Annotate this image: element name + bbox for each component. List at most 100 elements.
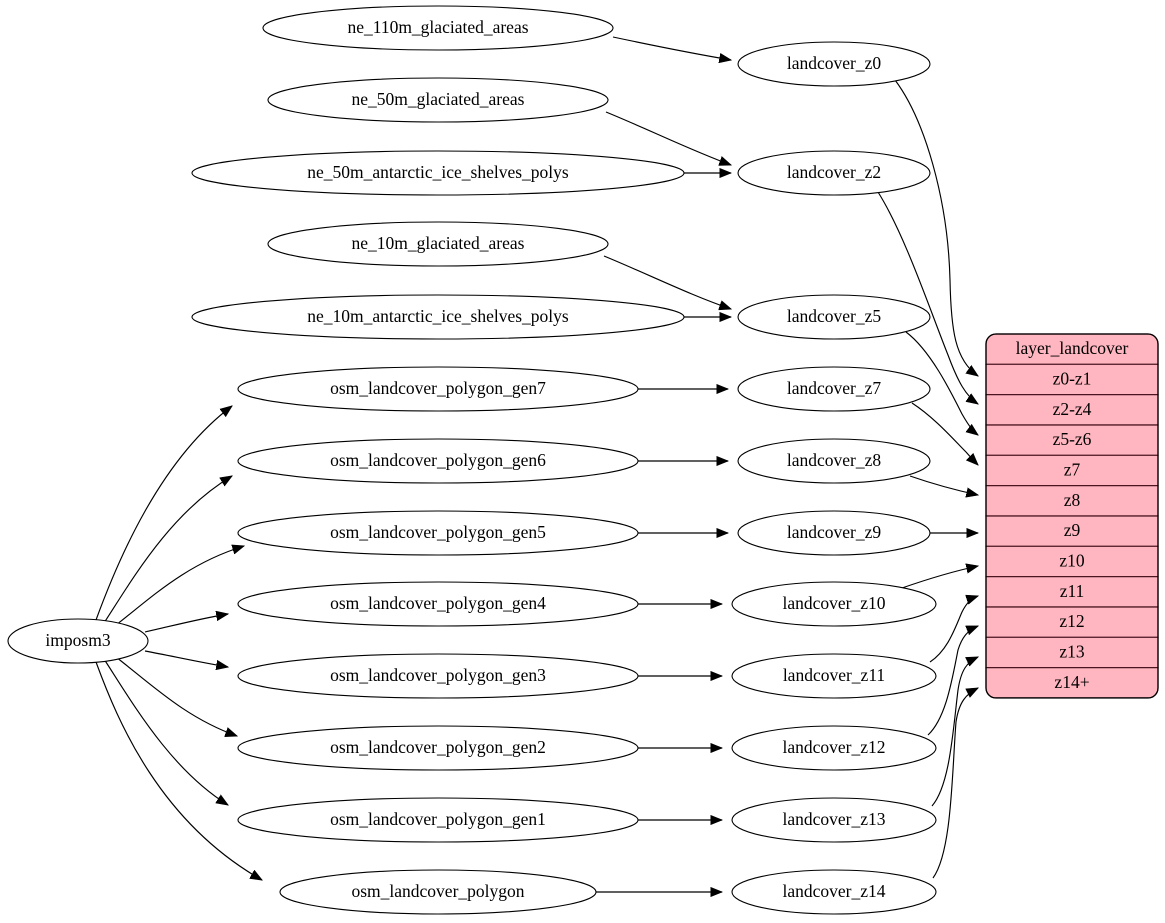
node-osm_landcover_polygon_gen5[interactable]: osm_landcover_polygon_gen5 — [237, 510, 639, 556]
table-row-label: z14+ — [1054, 672, 1089, 692]
node-label: ne_50m_glaciated_areas — [352, 89, 525, 109]
edge-landcover_z7-to-row_z7 — [911, 402, 978, 465]
table-row-label: z12 — [1059, 611, 1084, 631]
node-ellipse — [237, 797, 639, 843]
node-landcover_z10[interactable]: landcover_z10 — [731, 581, 937, 627]
table-row-label: z7 — [1064, 460, 1081, 480]
node-ellipse — [731, 653, 937, 699]
node-osm_landcover_polygon_gen3[interactable]: osm_landcover_polygon_gen3 — [237, 653, 639, 699]
edge-ne_10m_glaciated_areas-to-landcover_z5 — [603, 255, 731, 309]
node-label: landcover_z8 — [787, 450, 882, 470]
node-ellipse — [279, 869, 597, 915]
node-landcover_z0[interactable]: landcover_z0 — [737, 41, 931, 87]
node-landcover_z13[interactable]: landcover_z13 — [731, 797, 937, 843]
edge-landcover_z12-to-row_z12 — [927, 625, 978, 736]
node-label: osm_landcover_polygon_gen2 — [330, 737, 546, 757]
edge-imposm3-to-osm_landcover_polygon_gen1 — [103, 658, 228, 805]
node-label: landcover_z12 — [782, 737, 885, 757]
node-ellipse — [237, 581, 639, 627]
node-label: osm_landcover_polygon_gen4 — [330, 593, 546, 613]
node-osm_landcover_polygon_gen7[interactable]: osm_landcover_polygon_gen7 — [237, 366, 639, 412]
table-header-label: layer_landcover — [1016, 338, 1129, 358]
node-osm_landcover_polygon_gen6[interactable]: osm_landcover_polygon_gen6 — [237, 438, 639, 484]
table-row-label: z11 — [1060, 581, 1085, 601]
node-ellipse — [731, 581, 937, 627]
table-row-label: z5-z6 — [1053, 429, 1092, 449]
edge-imposm3-to-osm_landcover_polygon_gen7 — [95, 406, 232, 621]
node-ellipse — [237, 366, 639, 412]
node-label: osm_landcover_polygon_gen6 — [330, 450, 546, 470]
node-osm_landcover_polygon_gen1[interactable]: osm_landcover_polygon_gen1 — [237, 797, 639, 843]
node-label: landcover_z2 — [787, 162, 881, 182]
node-label: osm_landcover_polygon_gen5 — [330, 522, 546, 542]
node-ellipse — [737, 294, 931, 340]
edge-landcover_z8-to-row_z8 — [909, 475, 978, 495]
node-ne_10m_antarctic_ice_shelves_polys[interactable]: ne_10m_antarctic_ice_shelves_polys — [191, 294, 685, 340]
edge-imposm3-to-osm_landcover_polygon_gen6 — [103, 476, 232, 624]
node-landcover_z8[interactable]: landcover_z8 — [737, 438, 931, 484]
node-ellipse — [737, 150, 931, 196]
edges-group — [95, 36, 978, 892]
table-outline — [985, 333, 1159, 699]
edge-landcover_z0-to-row_z0-z1 — [894, 79, 978, 376]
node-osm_landcover_polygon_gen4[interactable]: osm_landcover_polygon_gen4 — [237, 581, 639, 627]
node-landcover_z9[interactable]: landcover_z9 — [737, 510, 931, 556]
node-osm_landcover_polygon_gen2[interactable]: osm_landcover_polygon_gen2 — [237, 725, 639, 771]
node-ellipse — [731, 797, 937, 843]
node-ellipse — [191, 294, 685, 340]
node-landcover_z5[interactable]: landcover_z5 — [737, 294, 931, 340]
node-label: ne_50m_antarctic_ice_shelves_polys — [307, 162, 569, 182]
edge-landcover_z11-to-row_z11 — [929, 596, 978, 663]
node-landcover_z2[interactable]: landcover_z2 — [737, 150, 931, 196]
node-label: landcover_z9 — [787, 522, 882, 542]
node-ne_50m_glaciated_areas[interactable]: ne_50m_glaciated_areas — [267, 77, 609, 123]
table-row-label: z8 — [1064, 490, 1081, 510]
node-landcover_z12[interactable]: landcover_z12 — [731, 725, 937, 771]
node-ellipse — [731, 725, 937, 771]
edge-imposm3-to-osm_landcover_polygon_gen4 — [144, 614, 228, 633]
table-row-label: z9 — [1064, 520, 1081, 540]
node-label: osm_landcover_polygon_gen1 — [330, 809, 546, 829]
node-ellipse — [7, 618, 149, 664]
node-landcover_z7[interactable]: landcover_z7 — [737, 366, 931, 412]
node-ne_110m_glaciated_areas[interactable]: ne_110m_glaciated_areas — [262, 5, 614, 51]
node-ellipse — [237, 438, 639, 484]
node-ellipse — [237, 510, 639, 556]
node-ellipse — [731, 869, 937, 915]
node-ellipse — [191, 150, 685, 196]
edge-landcover_z14-to-row_z14+ — [932, 687, 978, 879]
node-osm_landcover_polygon[interactable]: osm_landcover_polygon — [279, 869, 597, 915]
node-landcover_z14[interactable]: landcover_z14 — [731, 869, 937, 915]
node-ellipse — [267, 221, 609, 267]
edge-imposm3-to-osm_landcover_polygon_gen3 — [144, 650, 228, 667]
edge-landcover_z2-to-row_z2-z4 — [877, 191, 978, 404]
node-label: landcover_z11 — [783, 665, 885, 685]
node-label: landcover_z7 — [787, 378, 882, 398]
table-row-label: z13 — [1059, 641, 1085, 661]
edge-imposm3-to-osm_landcover_polygon_gen2 — [115, 656, 237, 736]
node-label: osm_landcover_polygon — [351, 881, 524, 901]
edge-imposm3-to-osm_landcover_polygon_gen5 — [115, 546, 244, 626]
edge-landcover_z10-to-row_z10 — [901, 566, 978, 589]
node-label: ne_10m_glaciated_areas — [352, 233, 525, 253]
node-label: landcover_z14 — [782, 881, 885, 901]
node-ellipse — [737, 510, 931, 556]
node-imposm3[interactable]: imposm3 — [7, 618, 149, 664]
node-ellipse — [737, 438, 931, 484]
node-label: landcover_z10 — [782, 593, 885, 613]
node-landcover_z11[interactable]: landcover_z11 — [731, 653, 937, 699]
node-label: osm_landcover_polygon_gen3 — [330, 665, 546, 685]
node-ellipse — [737, 366, 931, 412]
node-label: osm_landcover_polygon_gen7 — [330, 378, 546, 398]
edge-ne_50m_glaciated_areas-to-landcover_z2 — [605, 111, 731, 165]
node-ne_10m_glaciated_areas[interactable]: ne_10m_glaciated_areas — [267, 221, 609, 267]
table-row-label: z10 — [1059, 550, 1085, 570]
nodes-group: ne_110m_glaciated_areas ne_50m_glaciated_… — [7, 5, 937, 915]
edge-landcover_z13-to-row_z13 — [931, 656, 978, 807]
node-ne_50m_antarctic_ice_shelves_polys[interactable]: ne_50m_antarctic_ice_shelves_polys — [191, 150, 685, 196]
node-ellipse — [267, 77, 609, 123]
node-ellipse — [737, 41, 931, 87]
node-ellipse — [237, 653, 639, 699]
node-label: ne_110m_glaciated_areas — [347, 17, 528, 37]
